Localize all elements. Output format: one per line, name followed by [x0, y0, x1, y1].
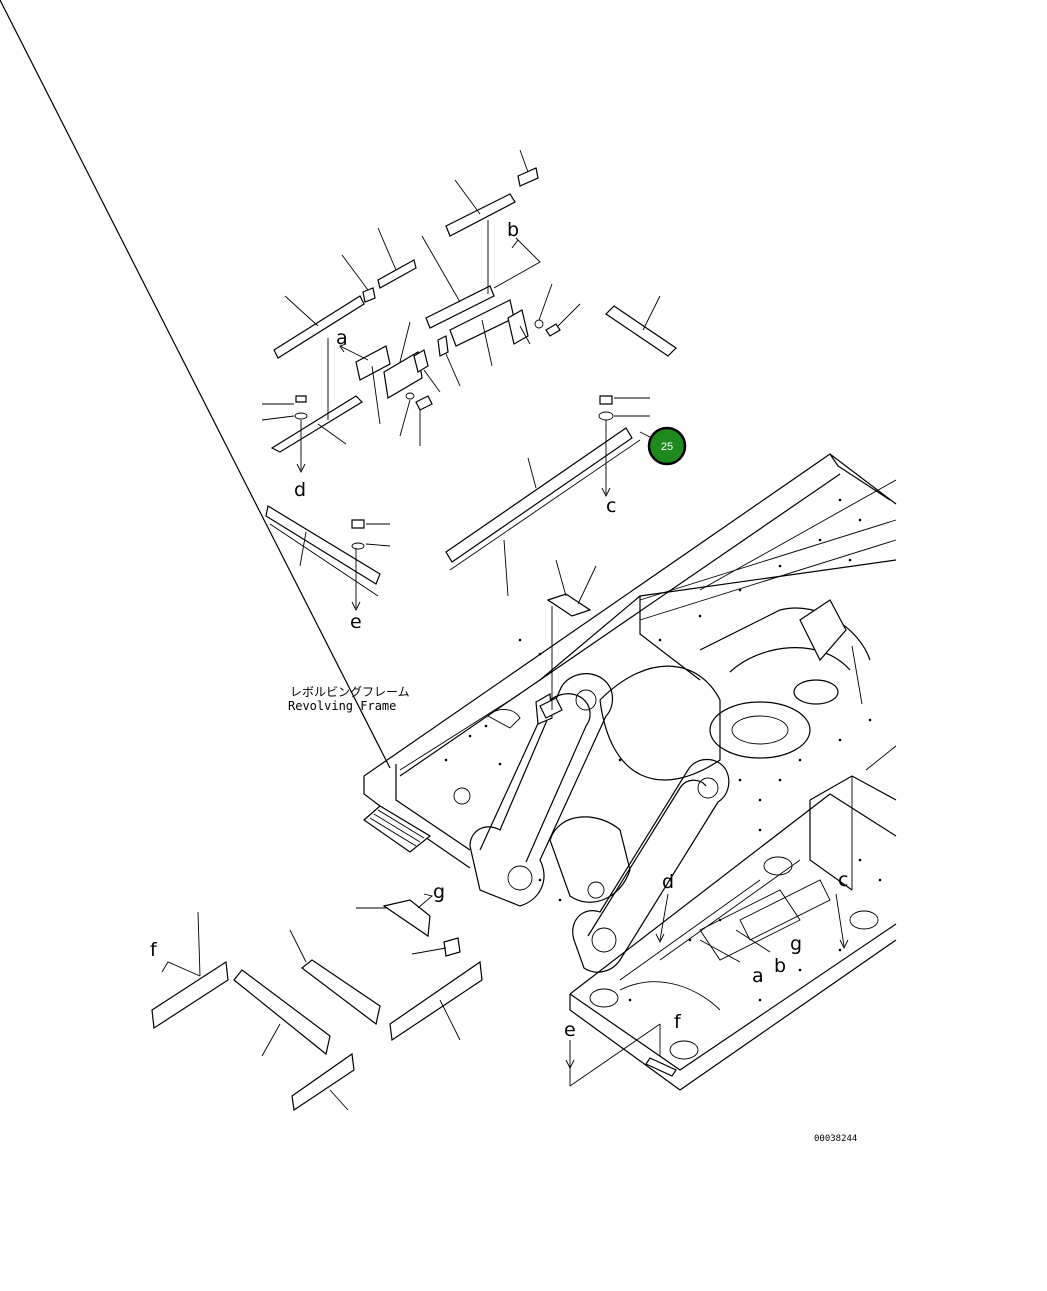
ref-letter-a-frame: a	[752, 965, 764, 987]
caption-english: Revolving Frame	[288, 699, 396, 713]
ref-letter-c-frame: c	[838, 869, 848, 891]
ref-letter-f-frame: f	[674, 1011, 682, 1033]
caption-japanese: レボルビングフレーム	[290, 685, 410, 699]
small-cube	[362, 287, 376, 303]
center-bracket	[383, 351, 423, 399]
ref-letter-e-frame: e	[564, 1019, 576, 1041]
frame-leaders	[565, 893, 849, 1087]
long-rail	[445, 427, 633, 563]
block-f-long	[151, 960, 229, 1030]
center-block-left	[355, 345, 391, 381]
ref-letter-g-frame: g	[790, 933, 802, 955]
ref-letter-f-block: f	[150, 939, 158, 961]
ref-letter-d-frame: d	[662, 871, 674, 893]
short-bar	[377, 259, 417, 289]
callout-number[interactable]: 25	[661, 441, 673, 453]
revolving-frame	[0, 0, 897, 1091]
upper-parts-cluster	[261, 149, 677, 474]
block-stepped	[301, 959, 381, 1026]
reference-letters: b a d c e d c g g b a f f e	[150, 219, 848, 1041]
ref-letter-e-top: e	[350, 611, 362, 633]
small-block-top	[517, 167, 539, 187]
block-lower-right	[389, 960, 483, 1042]
bracket-block	[507, 309, 529, 345]
ref-letter-g-block: g	[433, 881, 445, 903]
bar-with-holes	[425, 285, 495, 329]
bar-upper-left	[273, 295, 365, 359]
frame-rivets	[444, 498, 882, 1002]
block-bottom	[291, 1052, 355, 1112]
ref-letter-b-top: b	[507, 219, 519, 241]
block-g	[382, 899, 431, 938]
rail-assembly-e	[265, 505, 391, 612]
callout-circle[interactable]	[647, 426, 687, 466]
block-long-diagonal	[233, 969, 331, 1056]
right-bar	[605, 305, 677, 357]
drawing-code: 00038244	[814, 1134, 857, 1144]
ref-letter-b-frame: b	[774, 955, 786, 977]
boom-foot-right	[572, 758, 730, 973]
ref-letter-a-top: a	[336, 327, 348, 349]
long-bar-top	[445, 193, 516, 237]
boom-foot-left	[469, 673, 614, 907]
ref-letter-c-top: c	[606, 495, 616, 517]
callout-25-badge[interactable]: 25	[647, 426, 687, 466]
rail-assembly-c	[445, 395, 669, 597]
lower-blocks	[151, 893, 483, 1112]
step	[363, 805, 432, 853]
small-cube-lower	[443, 937, 461, 957]
ref-letter-d-top: d	[294, 479, 306, 501]
